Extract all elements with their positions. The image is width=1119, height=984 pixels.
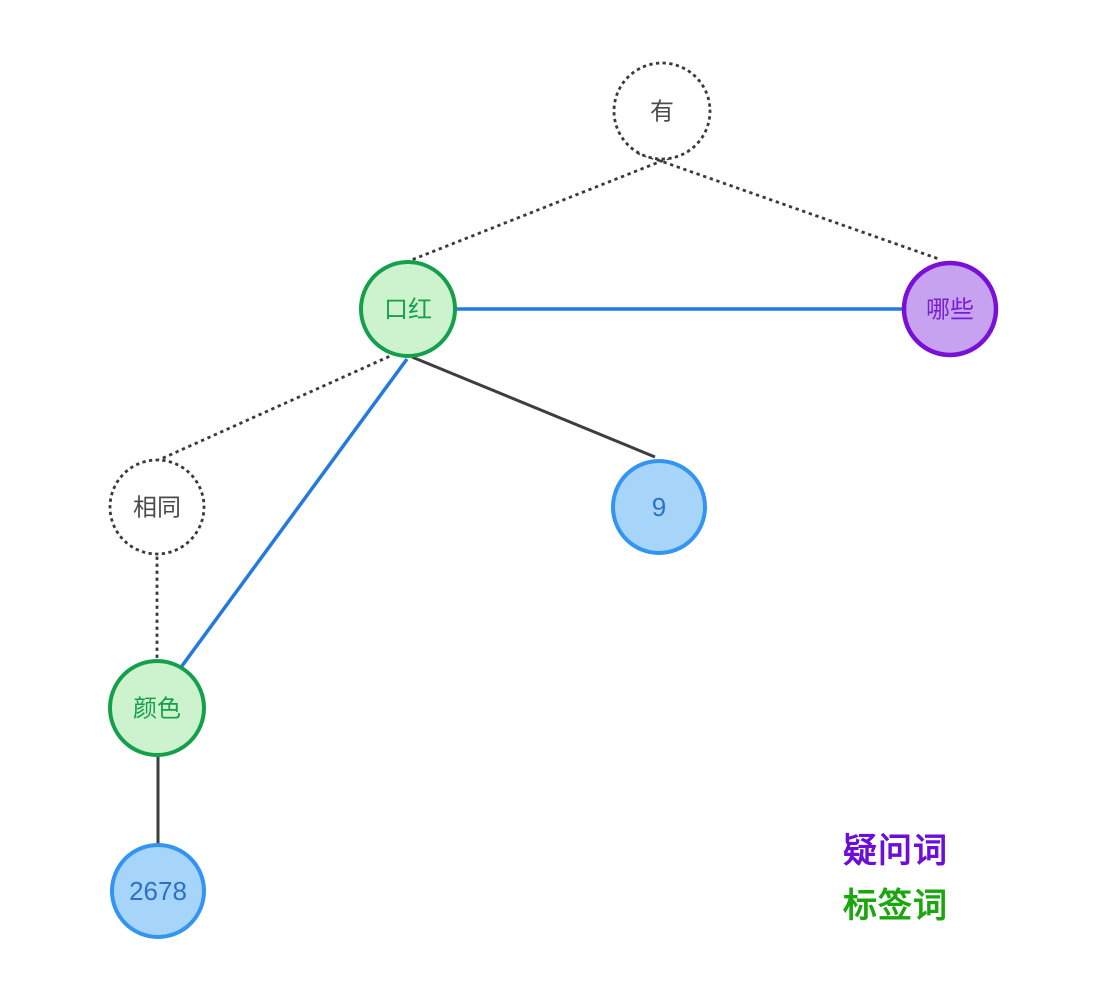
edge-口红-颜色 — [155, 357, 409, 702]
legend: 疑问词 标签词 — [843, 824, 948, 934]
node-circle-9[interactable] — [611, 459, 707, 555]
node-circle-哪些[interactable] — [901, 260, 999, 358]
edges-layer — [150, 147, 950, 870]
node-circle-2678[interactable] — [110, 843, 206, 939]
node-2678[interactable]: 2678 — [110, 843, 206, 939]
node-口红[interactable]: 口红 — [359, 260, 457, 358]
node-有[interactable]: 有 — [612, 61, 712, 161]
legend-item-tag-word: 标签词 — [843, 887, 948, 926]
edge-口红-有 — [412, 147, 694, 261]
edge-口红-相同 — [150, 355, 390, 465]
node-circle-有[interactable] — [612, 61, 712, 161]
legend-item-question-word: 疑问词 — [843, 832, 948, 870]
node-circle-口红[interactable] — [359, 260, 457, 358]
node-相同[interactable]: 相同 — [108, 458, 206, 556]
node-9[interactable]: 9 — [611, 459, 707, 555]
node-circle-相同[interactable] — [108, 458, 206, 556]
node-哪些[interactable]: 哪些 — [901, 260, 999, 358]
edge-口红-9 — [411, 355, 656, 459]
node-颜色[interactable]: 颜色 — [108, 659, 206, 757]
edge-哪些-有 — [636, 151, 938, 260]
node-circle-颜色[interactable] — [108, 659, 206, 757]
